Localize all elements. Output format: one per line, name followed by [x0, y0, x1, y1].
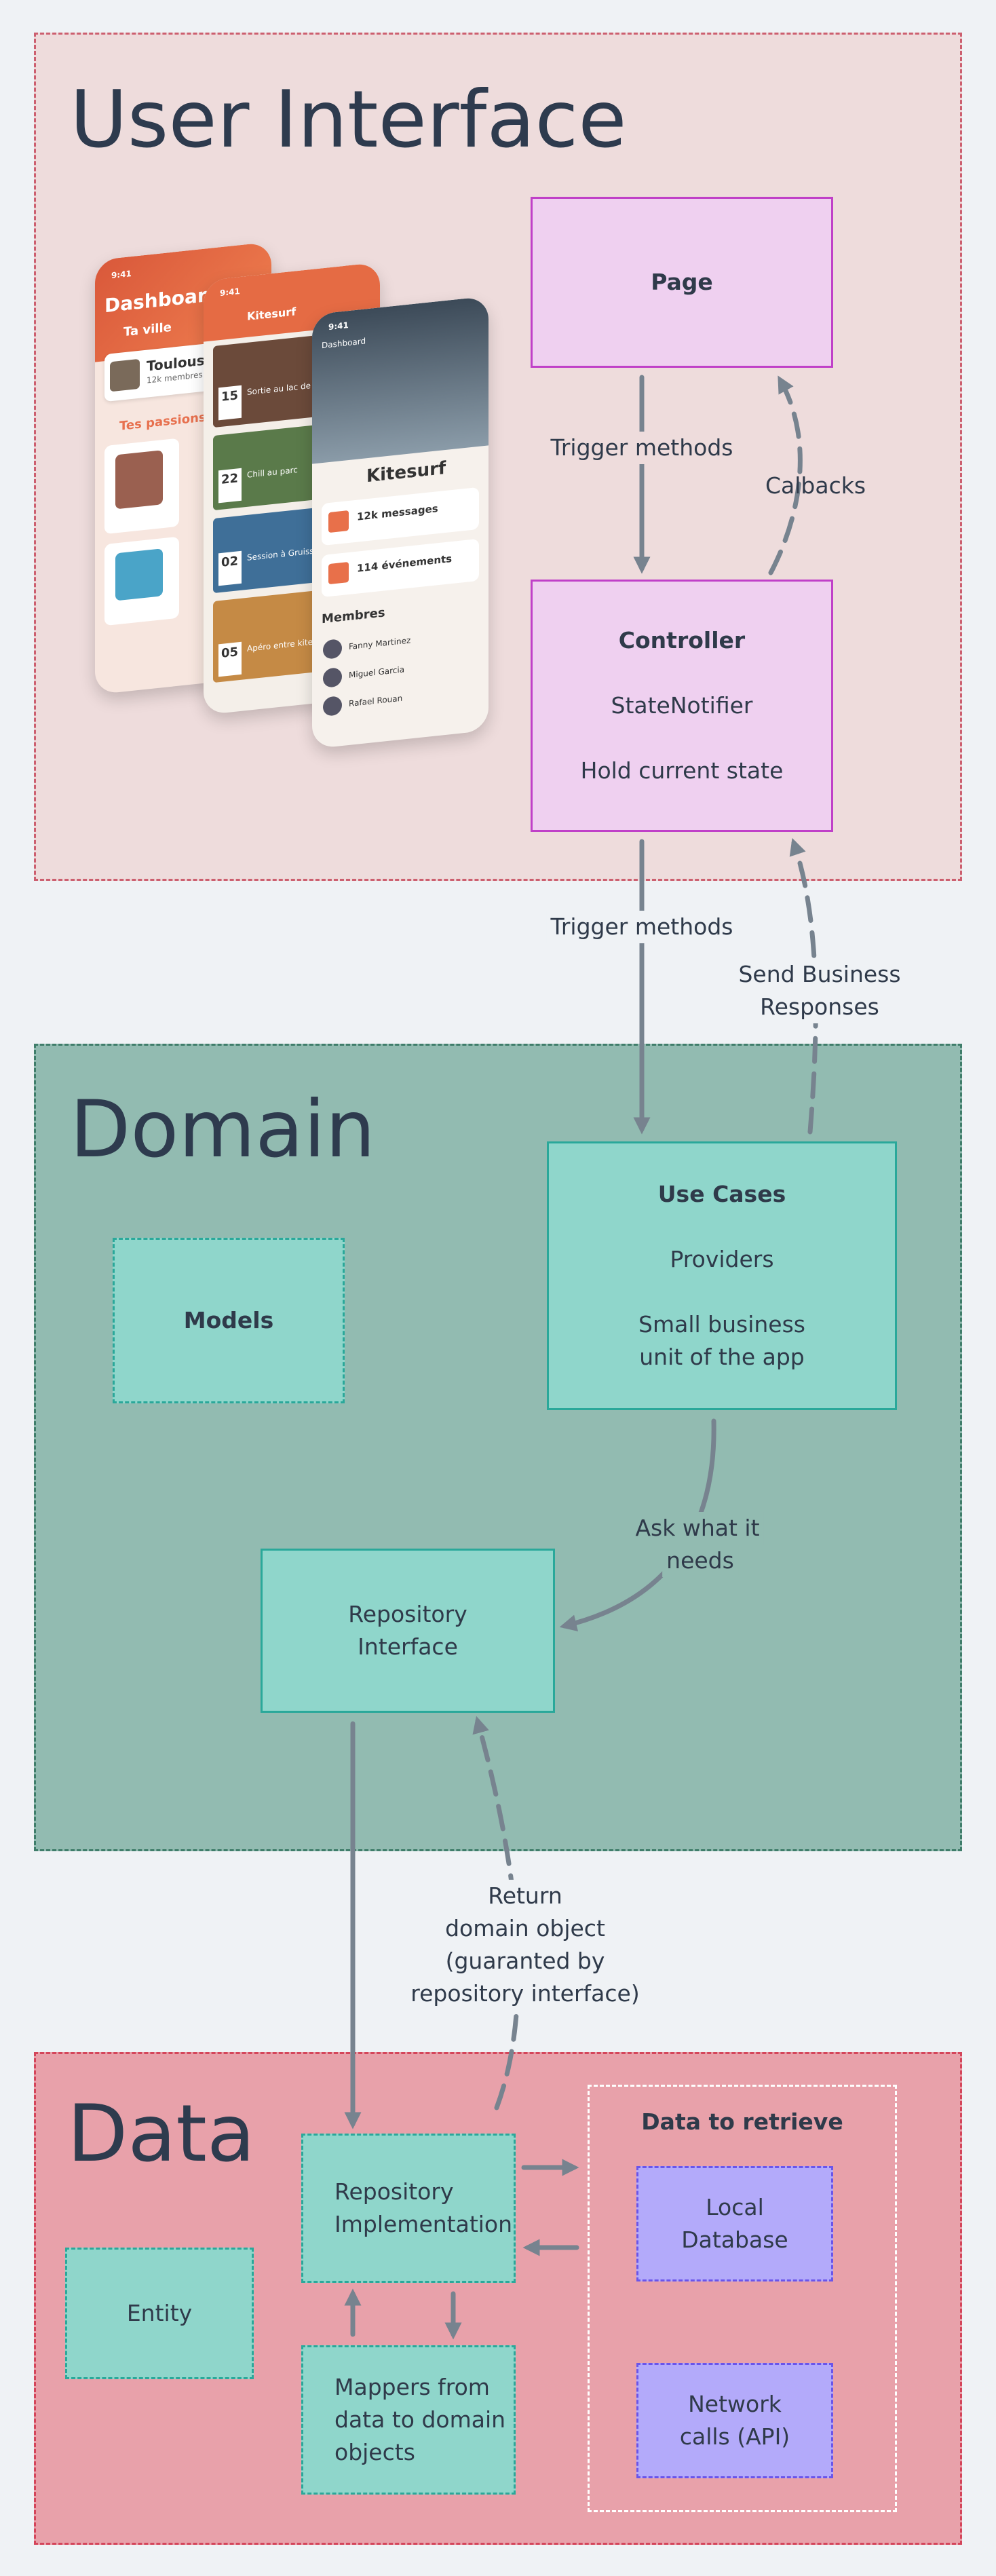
label-trigger-methods-2: Trigger methods: [546, 911, 738, 943]
use-cases-providers: Providers: [670, 1246, 774, 1272]
label-callbacks: Calbacks: [765, 472, 866, 499]
data-title: Data: [67, 2088, 255, 2180]
controller-hold-state: Hold current state: [580, 757, 784, 784]
network-calls-box: Network calls (API): [636, 2363, 833, 2478]
data-to-retrieve-group: Data to retrieve: [588, 2085, 897, 2512]
mappers-line2: data to domain: [334, 2406, 506, 2433]
domain-section: Domain: [34, 1044, 962, 1851]
data-to-retrieve-title: Data to retrieve: [641, 2108, 843, 2135]
mappers-line3: objects: [334, 2439, 415, 2465]
mappers-line1: Mappers from: [334, 2374, 490, 2400]
controller-state-notifier: StateNotifier: [611, 692, 753, 719]
label-trigger-methods-1: Trigger methods: [546, 432, 738, 464]
label-send-business-2: Responses: [756, 991, 883, 1023]
local-database-box: Local Database: [636, 2166, 833, 2281]
label-return-2: domain object: [441, 1912, 609, 1945]
page-box: Page: [531, 197, 833, 368]
entity-box: Entity: [65, 2248, 254, 2379]
use-cases-small-business: Small business: [638, 1311, 805, 1338]
label-ask-1: Ask what it: [631, 1512, 764, 1545]
label-return-3: (guaranted by: [441, 1945, 609, 1977]
repository-interface-box: Repository Interface: [261, 1549, 555, 1713]
models-box: Models: [113, 1238, 345, 1403]
use-cases-title: Use Cases: [657, 1181, 786, 1207]
label-return-4: repository interface): [406, 1977, 644, 2010]
domain-title: Domain: [70, 1084, 376, 1175]
repo-impl-line1: Repository: [334, 2178, 454, 2205]
arrow-callbacks: [768, 375, 803, 575]
user-interface-title: User Interface: [70, 74, 627, 166]
page-box-title: Page: [651, 269, 713, 295]
controller-box: Controller StateNotifier Hold current st…: [531, 580, 833, 832]
use-cases-box: Use Cases Providers Small business unit …: [547, 1141, 897, 1410]
models-title: Models: [183, 1307, 274, 1333]
label-ask-2: needs: [662, 1545, 738, 1577]
network-line2: calls (API): [679, 2423, 790, 2450]
repository-implementation-box: Repository Implementation: [301, 2134, 516, 2283]
local-db-line1: Local: [706, 2194, 764, 2220]
label-send-business-1: Send Business: [734, 958, 905, 991]
use-cases-unit: unit of the app: [639, 1344, 805, 1370]
repo-interface-line2: Interface: [358, 1633, 458, 1660]
label-return-1: Return: [484, 1880, 567, 1912]
entity-title: Entity: [126, 2300, 193, 2326]
controller-box-title: Controller: [618, 627, 746, 654]
mappers-box: Mappers from data to domain objects: [301, 2345, 516, 2495]
repo-interface-line1: Repository: [348, 1601, 467, 1627]
repo-impl-line2: Implementation: [334, 2211, 513, 2237]
network-line1: Network: [688, 2391, 782, 2417]
local-db-line2: Database: [681, 2227, 788, 2253]
